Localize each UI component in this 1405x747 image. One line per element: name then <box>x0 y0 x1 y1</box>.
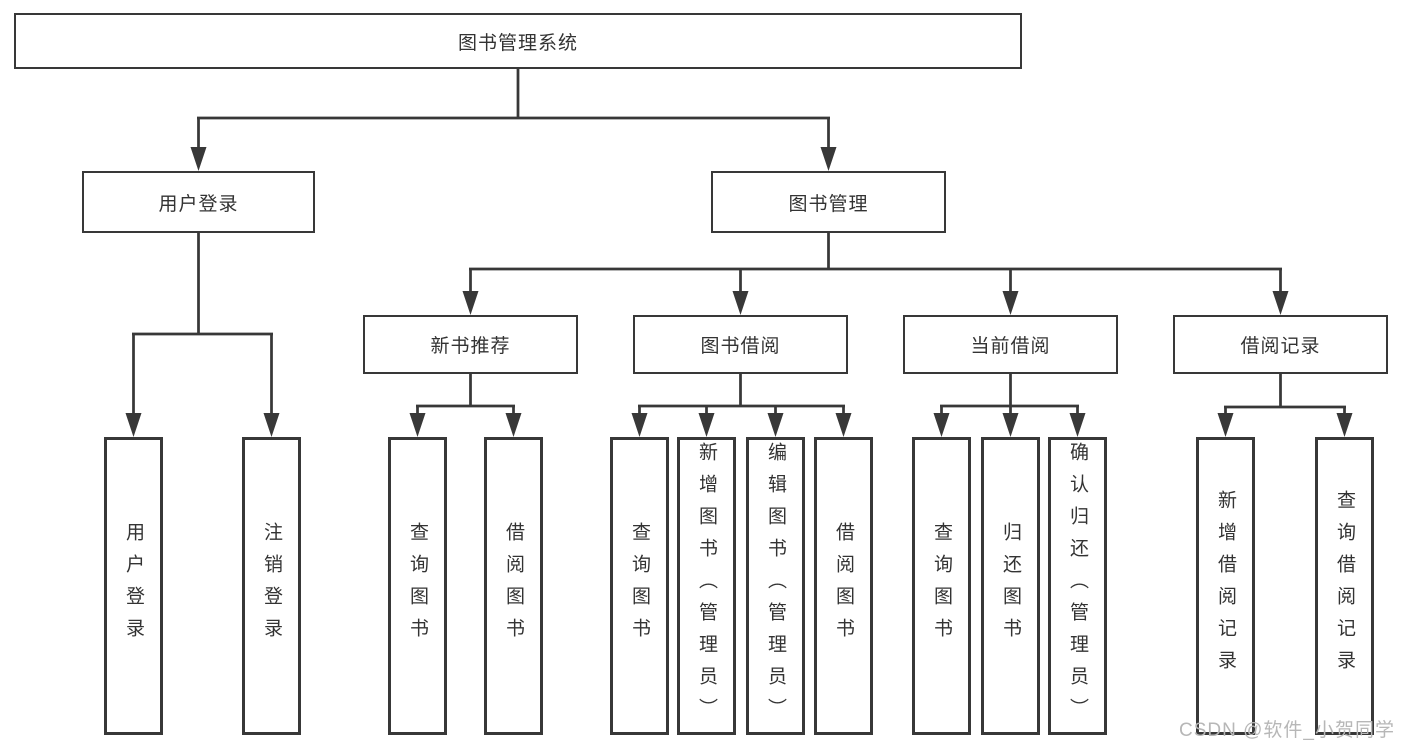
leaf-return-book-label: 归还图书 <box>1000 522 1021 650</box>
leaf-edit-book-admin: 编辑图书（管理员） <box>746 437 805 735</box>
leaf-query-books-current-label: 查询图书 <box>931 522 952 650</box>
node-book-management-label: 图书管理 <box>788 193 869 215</box>
node-root-label: 图书管理系统 <box>457 32 578 54</box>
node-book-borrow-label: 图书借阅 <box>700 336 781 357</box>
node-book-borrow: 图书借阅 <box>633 315 848 374</box>
leaf-borrow-books-borrow-label: 借阅图书 <box>833 522 854 650</box>
leaf-query-borrow-record: 查询借阅记录 <box>1315 437 1374 735</box>
leaf-logout: 注销登录 <box>242 437 301 735</box>
node-root: 图书管理系统 <box>14 13 1022 69</box>
leaf-user-login-label: 用户登录 <box>123 522 144 650</box>
leaf-query-borrow-record-label: 查询借阅记录 <box>1334 490 1355 682</box>
leaf-add-borrow-record: 新增借阅记录 <box>1196 437 1255 735</box>
node-user-login: 用户登录 <box>82 171 315 233</box>
leaf-borrow-books-borrow: 借阅图书 <box>814 437 873 735</box>
leaf-query-books-borrow: 查询图书 <box>610 437 669 735</box>
node-new-book-recommend: 新书推荐 <box>363 315 578 374</box>
leaf-add-book-admin-label: 新增图书（管理员） <box>696 442 717 730</box>
leaf-add-borrow-record-label: 新增借阅记录 <box>1215 490 1236 682</box>
node-user-login-label: 用户登录 <box>158 193 239 215</box>
leaf-borrow-books-recommend-label: 借阅图书 <box>503 522 524 650</box>
leaf-query-books-recommend-label: 查询图书 <box>407 522 428 650</box>
node-borrow-records-label: 借阅记录 <box>1240 336 1321 357</box>
node-current-borrow-label: 当前借阅 <box>970 336 1051 357</box>
leaf-confirm-return-admin-label: 确认归还（管理员） <box>1067 442 1088 730</box>
leaf-query-books-current: 查询图书 <box>912 437 971 735</box>
leaf-edit-book-admin-label: 编辑图书（管理员） <box>765 442 786 730</box>
node-book-management: 图书管理 <box>711 171 946 233</box>
leaf-query-books-recommend: 查询图书 <box>388 437 447 735</box>
leaf-borrow-books-recommend: 借阅图书 <box>484 437 543 735</box>
leaf-return-book: 归还图书 <box>981 437 1040 735</box>
leaf-add-book-admin: 新增图书（管理员） <box>677 437 736 735</box>
leaf-user-login: 用户登录 <box>104 437 163 735</box>
leaf-query-books-borrow-label: 查询图书 <box>629 522 650 650</box>
leaf-confirm-return-admin: 确认归还（管理员） <box>1048 437 1107 735</box>
node-new-book-recommend-label: 新书推荐 <box>430 336 511 357</box>
node-current-borrow: 当前借阅 <box>903 315 1118 374</box>
leaf-logout-label: 注销登录 <box>261 522 282 650</box>
node-borrow-records: 借阅记录 <box>1173 315 1388 374</box>
